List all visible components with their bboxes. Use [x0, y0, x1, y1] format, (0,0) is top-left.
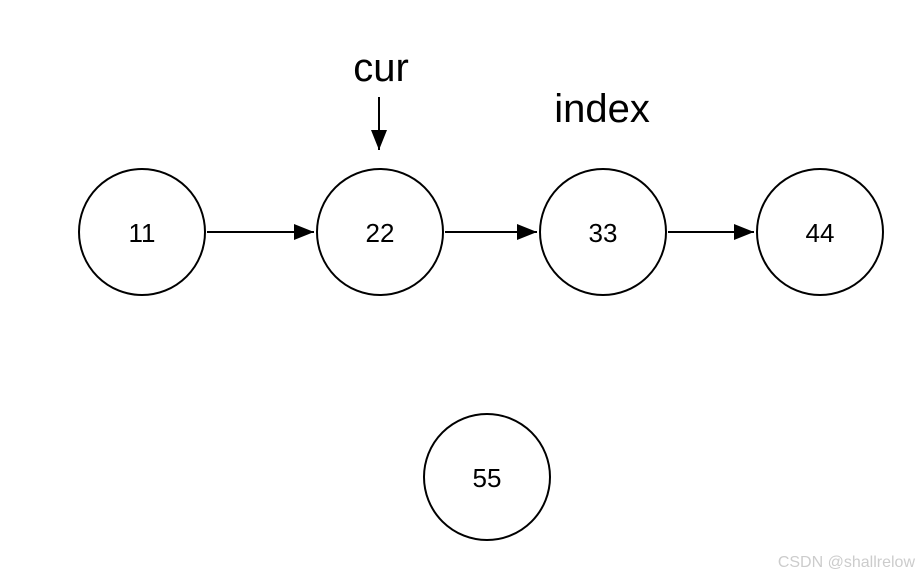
- node-value-1: 11: [129, 218, 156, 248]
- node-circle-2: [316, 168, 444, 296]
- node-circle-4: [756, 168, 884, 296]
- node-value-5: 55: [473, 463, 502, 493]
- node-circle-3: [539, 168, 667, 296]
- watermark: CSDN @shallrelow: [777, 554, 915, 571]
- node-circle-5: [423, 413, 551, 541]
- node-value-3: 33: [589, 218, 618, 248]
- node-value-4: 44: [806, 218, 835, 248]
- node-value-2: 22: [366, 218, 395, 248]
- cur-pointer-label: cur: [353, 46, 409, 90]
- index-pointer-label: index: [554, 87, 650, 131]
- node-circle-1: [78, 168, 206, 296]
